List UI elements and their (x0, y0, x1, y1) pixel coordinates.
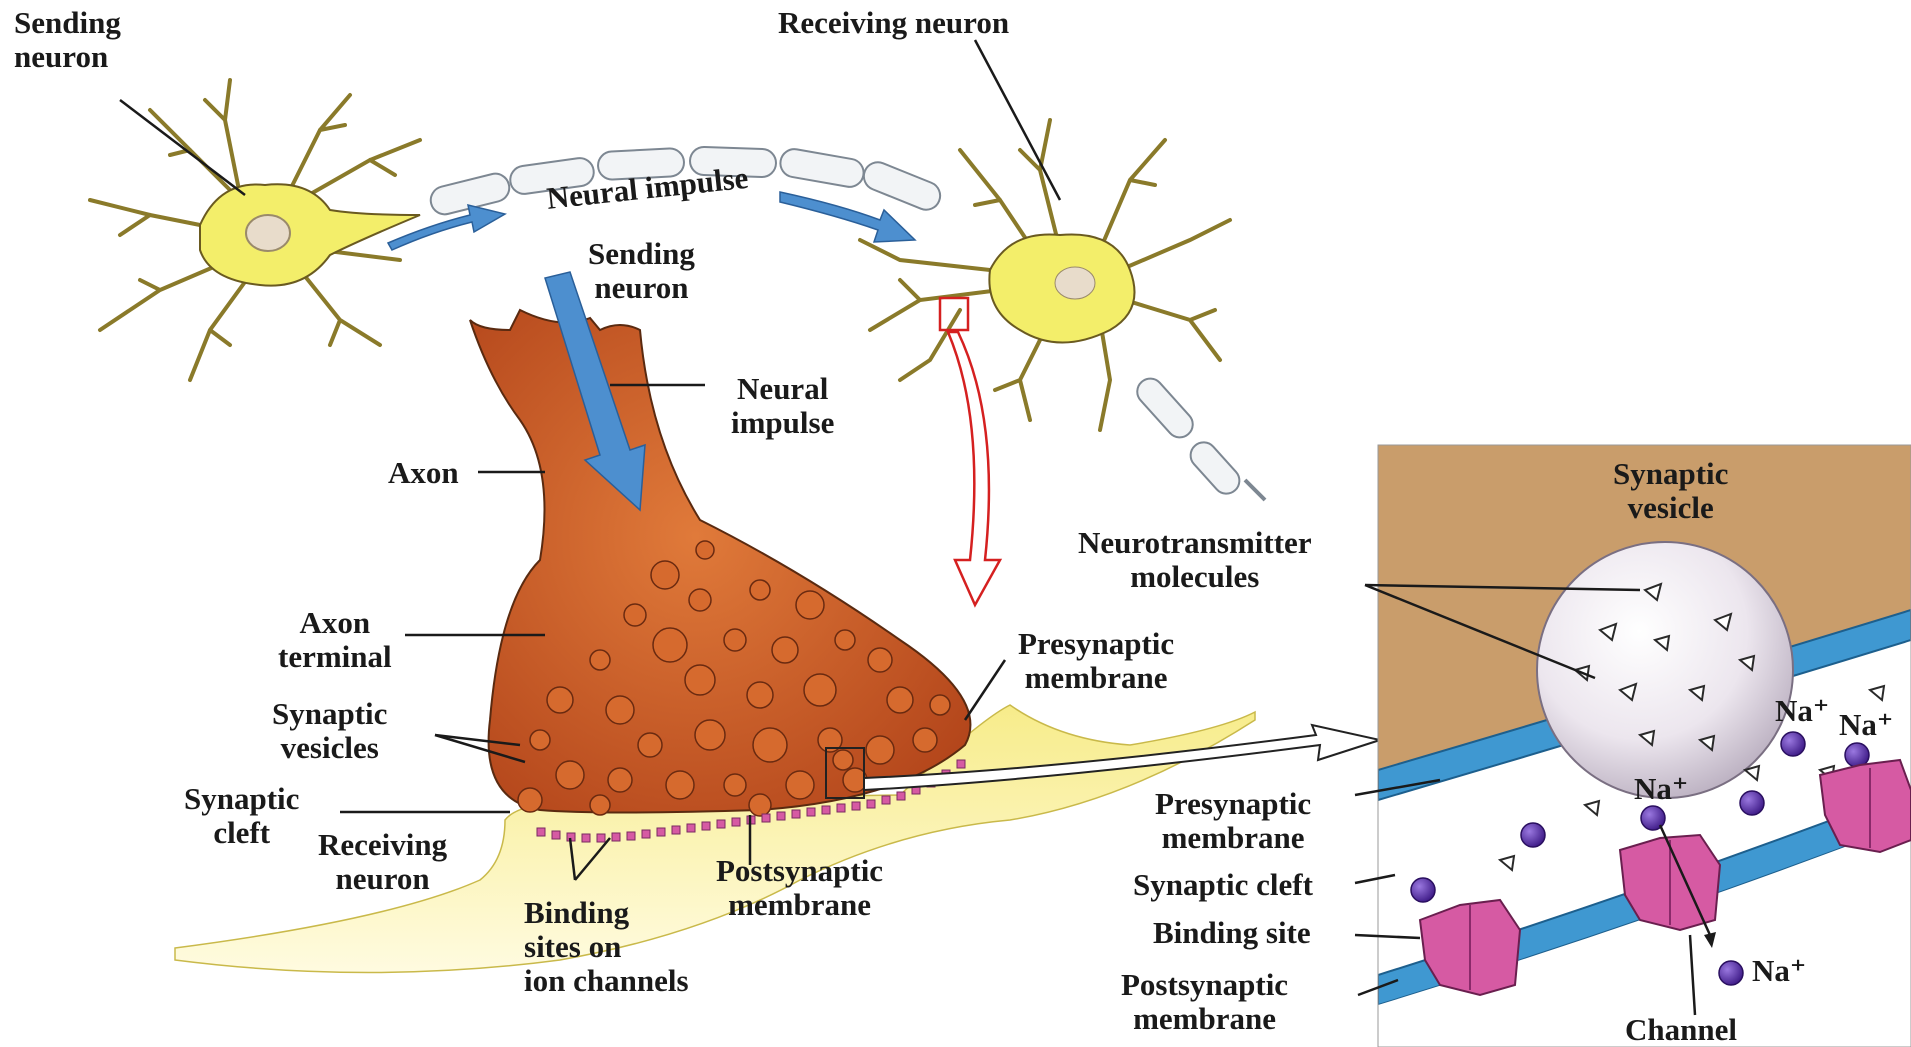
label-na-ion-2: Na⁺ (1839, 708, 1893, 742)
zoom-arrow-red (948, 332, 1000, 605)
impulse-arrow-top-right (780, 192, 915, 242)
label-sending-neuron-top: Sending neuron (14, 6, 121, 74)
label-binding-site-inset: Binding site (1153, 916, 1311, 950)
label-receiving-neuron-mid: Receiving neuron (318, 828, 447, 896)
label-na-ion-4: Na⁺ (1752, 954, 1806, 988)
zoom-box-red (940, 298, 968, 330)
label-axon-terminal: Axon terminal (278, 606, 392, 674)
label-presynaptic-membrane-mid: Presynaptic membrane (1018, 627, 1174, 695)
label-neurotransmitter-molecules: Neurotransmitter molecules (1078, 526, 1312, 594)
label-receiving-neuron-top: Receiving neuron (778, 6, 1009, 40)
sending-neuron-icon (90, 80, 420, 380)
label-synaptic-vesicles: Synaptic vesicles (272, 697, 387, 765)
label-neural-impulse-mid: Neural impulse (731, 372, 834, 440)
receiving-neuron-icon (860, 120, 1265, 500)
label-sending-neuron-mid: Sending neuron (588, 237, 695, 305)
label-presynaptic-membrane-inset: Presynaptic membrane (1155, 787, 1311, 855)
label-synaptic-vesicle-inset: Synaptic vesicle (1613, 457, 1728, 525)
label-postsynaptic-membrane-mid: Postsynaptic membrane (716, 854, 883, 922)
label-axon: Axon (388, 456, 459, 490)
label-binding-sites: Binding sites on ion channels (524, 896, 689, 998)
label-synaptic-cleft-left: Synaptic cleft (184, 782, 299, 850)
label-na-ion-3: Na⁺ (1634, 772, 1688, 806)
label-postsynaptic-membrane-inset: Postsynaptic membrane (1121, 968, 1288, 1036)
label-channel: Channel (1625, 1013, 1737, 1047)
label-synaptic-cleft-inset: Synaptic cleft (1133, 868, 1313, 902)
label-na-ion-1: Na⁺ (1775, 694, 1829, 728)
